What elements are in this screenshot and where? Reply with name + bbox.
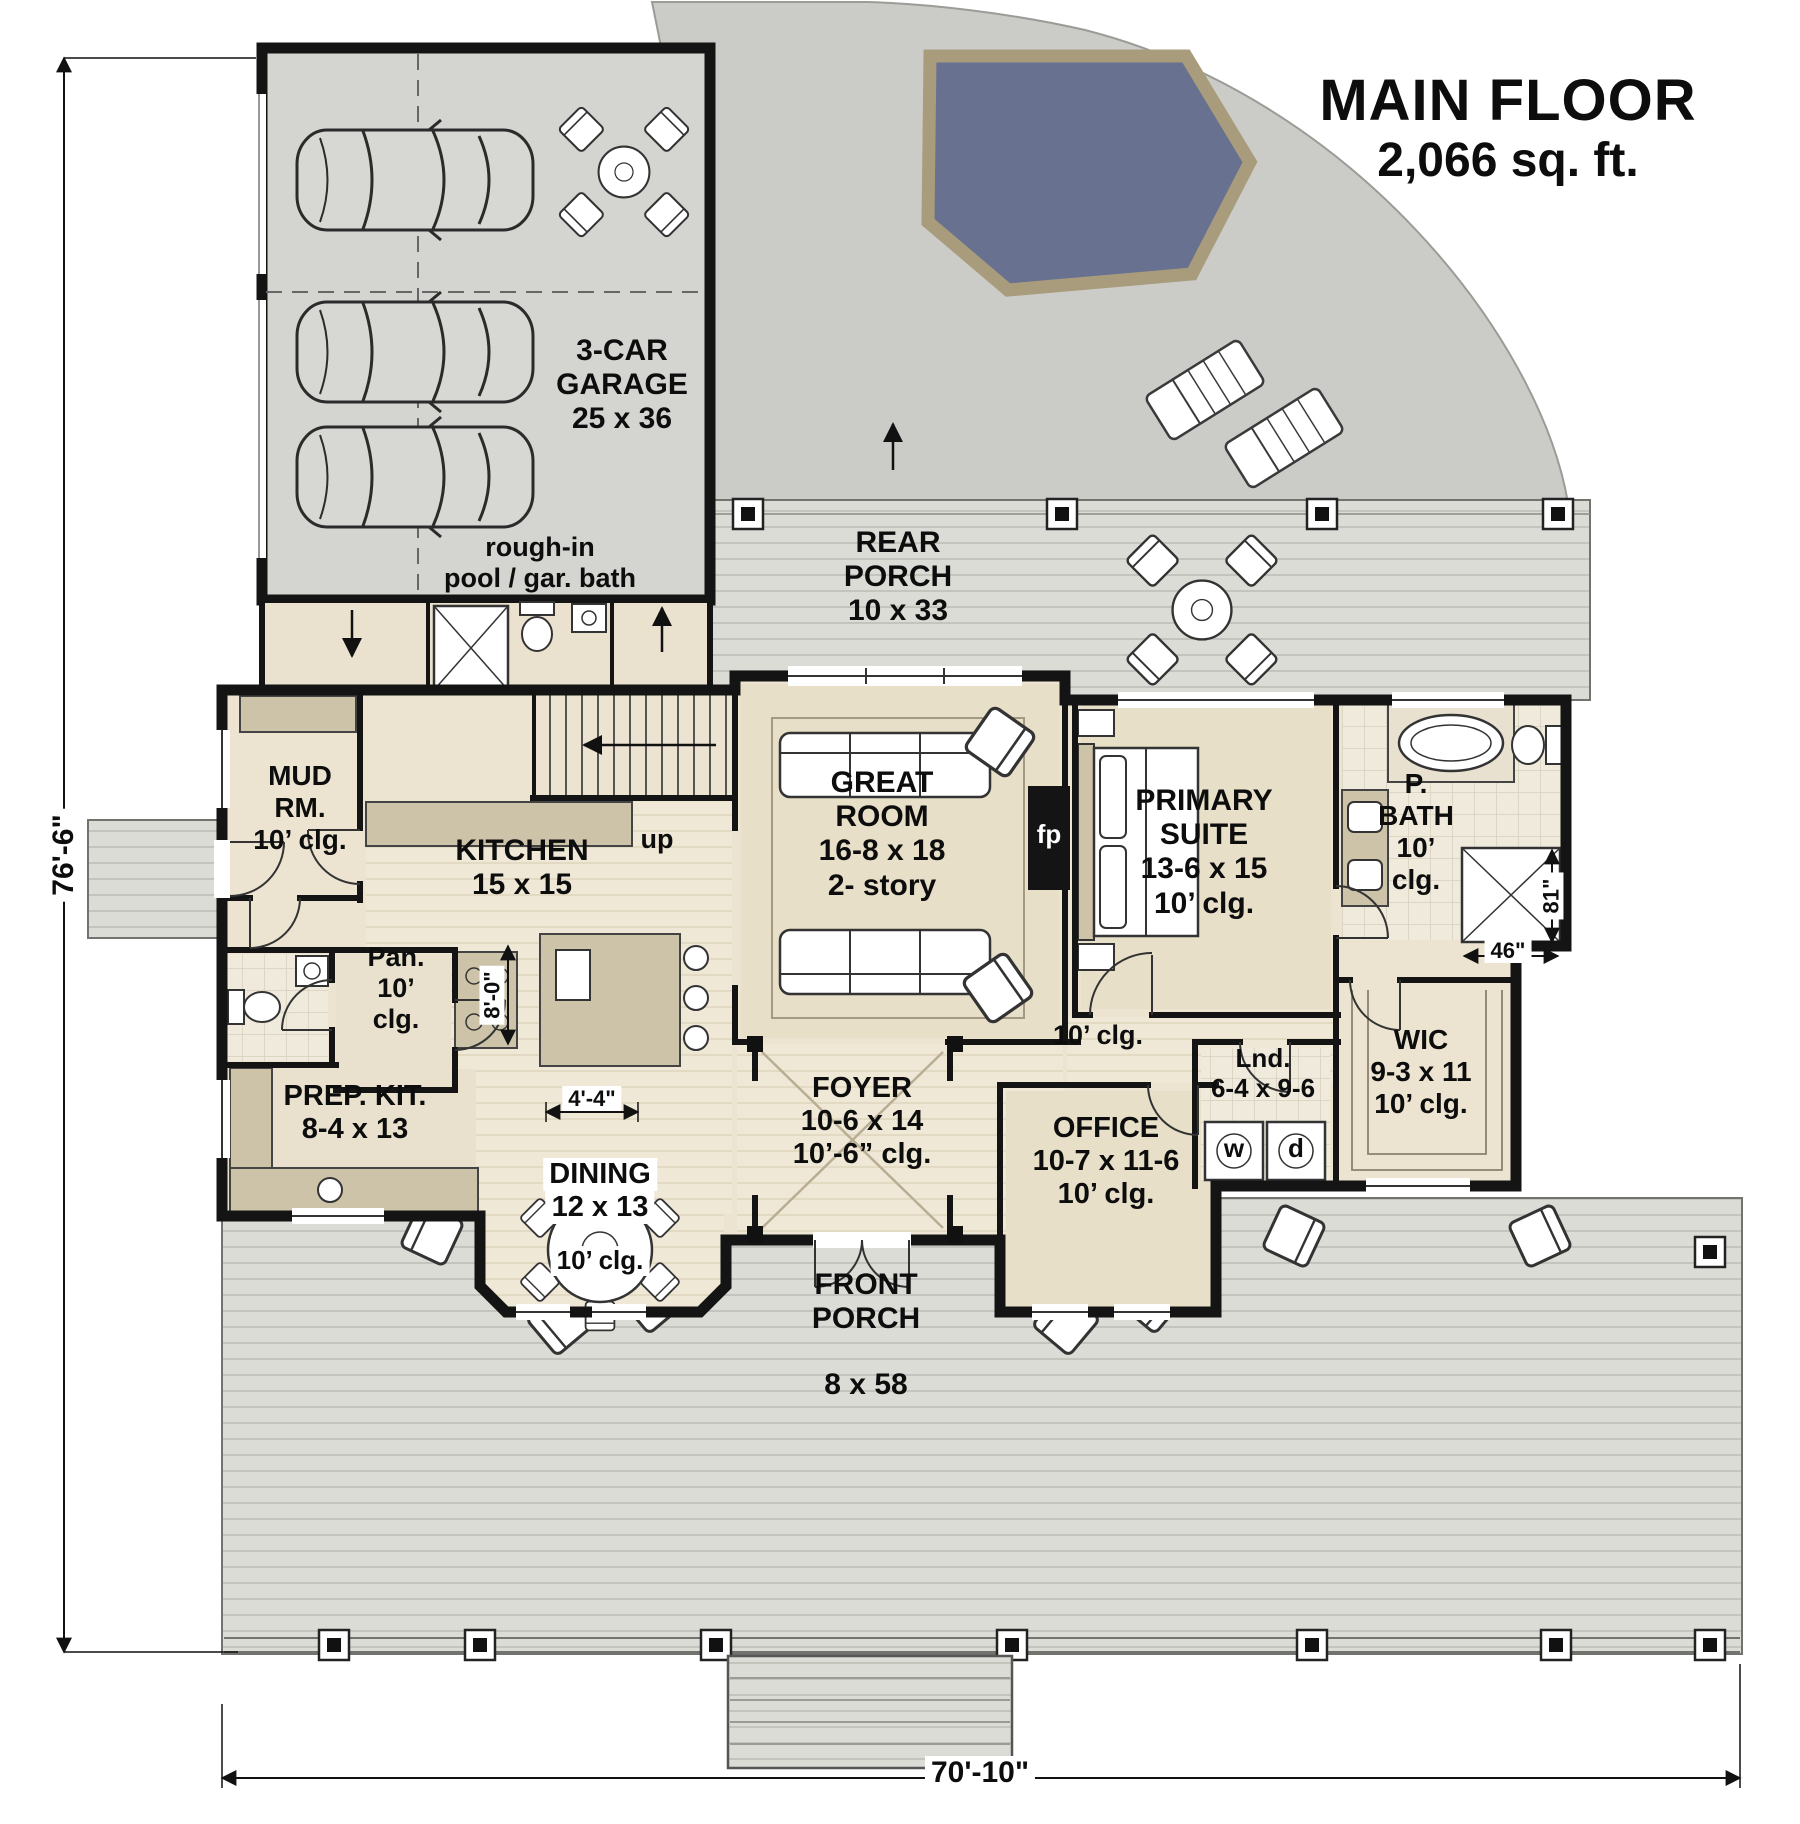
side-stoop: [87, 819, 221, 939]
stool-icon: [683, 945, 709, 971]
kitchen-label: KITCHEN 15 x 15: [455, 834, 589, 902]
prep-counter: [229, 1167, 479, 1213]
sink-icon: [1347, 859, 1383, 891]
foyer-label: FOYER 10-6 x 14 10’-6” clg.: [792, 1072, 932, 1171]
plan-title-area: 2,066 sq. ft.: [1377, 134, 1639, 188]
garage-label: 3-CAR GARAGE 25 x 36: [556, 334, 688, 436]
sink-icon: [571, 603, 607, 633]
stairs-up-label: up: [640, 824, 674, 854]
laundry-label: Lnd. 6-4 x 9-6: [1210, 1043, 1316, 1103]
prep-sink-icon: [317, 1177, 343, 1203]
front-steps: [726, 1654, 1014, 1770]
dining-label: DINING 12 x 13: [543, 1158, 657, 1225]
office-label: OFFICE 10-7 x 11-6 10’ clg.: [1032, 1112, 1180, 1211]
prep-counter: [229, 1067, 273, 1169]
wic-label: WIC 9-3 x 11 10’ clg.: [1370, 1024, 1472, 1119]
plan-title: MAIN FLOOR 2,066 sq. ft.: [1319, 68, 1696, 189]
sofa-icon: [778, 928, 992, 996]
washer-icon: [1203, 1120, 1265, 1182]
windows: [214, 666, 1504, 1320]
toilet-icon: [519, 601, 555, 616]
plan-title-name: MAIN FLOOR: [1319, 68, 1697, 133]
shower-width-dim: 46": [1484, 938, 1532, 964]
dining-ceiling-label: 10’ clg.: [550, 1245, 650, 1276]
sink-icon: [1347, 801, 1383, 833]
porch-post-icon: [1305, 497, 1339, 531]
car-icon: [295, 415, 535, 539]
front-porch-label: FRONT PORCH: [811, 1268, 921, 1336]
pantry-label: Pan. 10’ clg.: [367, 942, 425, 1034]
hall-ceiling-label: 10’ clg.: [1052, 1020, 1144, 1050]
washer-label: w: [1223, 1133, 1245, 1163]
rough-in-label: rough-in pool / gar. bath: [443, 532, 637, 593]
shower-height-dim: 81": [1538, 872, 1564, 920]
swimming-pool: [921, 49, 1258, 297]
island-sink-icon: [555, 949, 591, 1001]
front-porch-area: [221, 1197, 1743, 1770]
overall-width-dim: 70'-10": [924, 1756, 1036, 1791]
closet-shelves: [1351, 990, 1503, 1171]
porch-post-icon: [731, 497, 765, 531]
overall-height-dim: 76'-6": [46, 808, 82, 902]
porch-post-icon: [1541, 497, 1575, 531]
exterior-walls: [216, 670, 1572, 1318]
rug: [771, 717, 1025, 1019]
fireplace-icon: [1028, 786, 1070, 890]
front-porch-size-label: 8 x 58: [824, 1368, 908, 1401]
toilet-icon: [227, 989, 245, 1025]
primary-suite-label: PRIMARY SUITE 13-6 x 15 10’ clg.: [1135, 784, 1273, 920]
porch-post-icon: [1045, 497, 1079, 531]
bed-icon: [1077, 709, 1200, 971]
prep-kitchen-label: PREP. KIT. 8-4 x 13: [283, 1080, 427, 1146]
kitchen-counter: [365, 801, 633, 847]
car-icon: [295, 290, 535, 414]
house-body: [214, 666, 1572, 1332]
garage-area: [252, 42, 716, 695]
interior-walls: [219, 673, 1519, 1243]
stool-icon: [683, 1025, 709, 1051]
mud-room-label: MUD RM. 10’ clg.: [253, 760, 347, 855]
rear-porch-label: REAR PORCH 10 x 33: [843, 526, 953, 628]
car-icon: [295, 118, 535, 242]
bathtub-icon: [1397, 713, 1505, 773]
primary-bath-label: P. BATH 10’ clg.: [1378, 768, 1454, 895]
prep-clearance-dim: 4'-4": [562, 1086, 622, 1112]
great-room-label: GREAT ROOM 16-8 x 18 2- story: [818, 766, 946, 902]
mud-lockers: [239, 695, 357, 733]
stool-icon: [683, 985, 709, 1011]
fireplace-label: fp: [1036, 819, 1062, 849]
island-clearance-dim: 8'-0": [479, 965, 505, 1025]
dryer-label: d: [1288, 1133, 1304, 1163]
toilet-icon: [1545, 725, 1563, 765]
dryer-icon: [1265, 1120, 1327, 1182]
patio-area: [650, 1, 1570, 504]
